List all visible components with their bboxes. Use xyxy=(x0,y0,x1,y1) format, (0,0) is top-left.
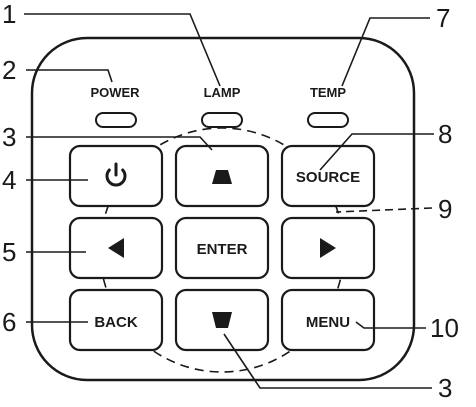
down-button[interactable] xyxy=(174,288,270,352)
callout-1: 1 xyxy=(2,0,16,29)
leader-9 xyxy=(335,207,433,213)
leader-10 xyxy=(355,321,426,329)
menu-button[interactable]: MENU xyxy=(280,288,376,352)
indicator-temp-label: TEMP xyxy=(310,85,346,100)
up-button[interactable] xyxy=(174,144,270,208)
indicator-power: POWER xyxy=(90,85,140,128)
leader-7 xyxy=(341,17,430,87)
triangle-down-icon xyxy=(212,312,232,328)
menu-label: MENU xyxy=(306,314,350,331)
triangle-left-icon xyxy=(108,238,124,258)
lamp-led xyxy=(201,112,243,128)
callout-8: 8 xyxy=(438,119,452,149)
source-button[interactable]: SOURCE xyxy=(280,144,376,208)
callout-5: 5 xyxy=(2,237,16,267)
indicator-temp: TEMP xyxy=(307,85,349,128)
left-button[interactable] xyxy=(68,216,164,280)
callout-3-bottom: 3 xyxy=(438,373,452,403)
power-led xyxy=(95,112,137,128)
callout-9: 9 xyxy=(438,194,452,224)
leader-8 xyxy=(319,133,434,171)
callout-6: 6 xyxy=(2,307,16,337)
power-icon xyxy=(105,162,127,187)
triangle-right-icon xyxy=(320,238,336,258)
leader-2 xyxy=(26,69,113,83)
leader-3-top xyxy=(26,136,213,151)
leader-3-bottom xyxy=(223,333,432,389)
enter-button[interactable]: ENTER xyxy=(174,216,270,280)
back-label: BACK xyxy=(94,314,137,331)
source-label: SOURCE xyxy=(296,169,360,186)
indicator-lamp-label: LAMP xyxy=(204,85,241,100)
triangle-up-icon xyxy=(212,170,232,184)
temp-led xyxy=(307,112,349,128)
power-button[interactable] xyxy=(68,144,164,208)
callout-4: 4 xyxy=(2,165,16,195)
callout-7: 7 xyxy=(436,3,450,33)
back-button[interactable]: BACK xyxy=(68,288,164,352)
callout-10: 10 xyxy=(430,313,459,343)
callout-2: 2 xyxy=(2,55,16,85)
right-button[interactable] xyxy=(280,216,376,280)
indicator-power-label: POWER xyxy=(90,85,140,100)
indicator-lamp: LAMP xyxy=(201,85,243,128)
enter-label: ENTER xyxy=(197,241,248,258)
callout-3-top: 3 xyxy=(2,122,16,152)
leader-1 xyxy=(24,13,221,87)
